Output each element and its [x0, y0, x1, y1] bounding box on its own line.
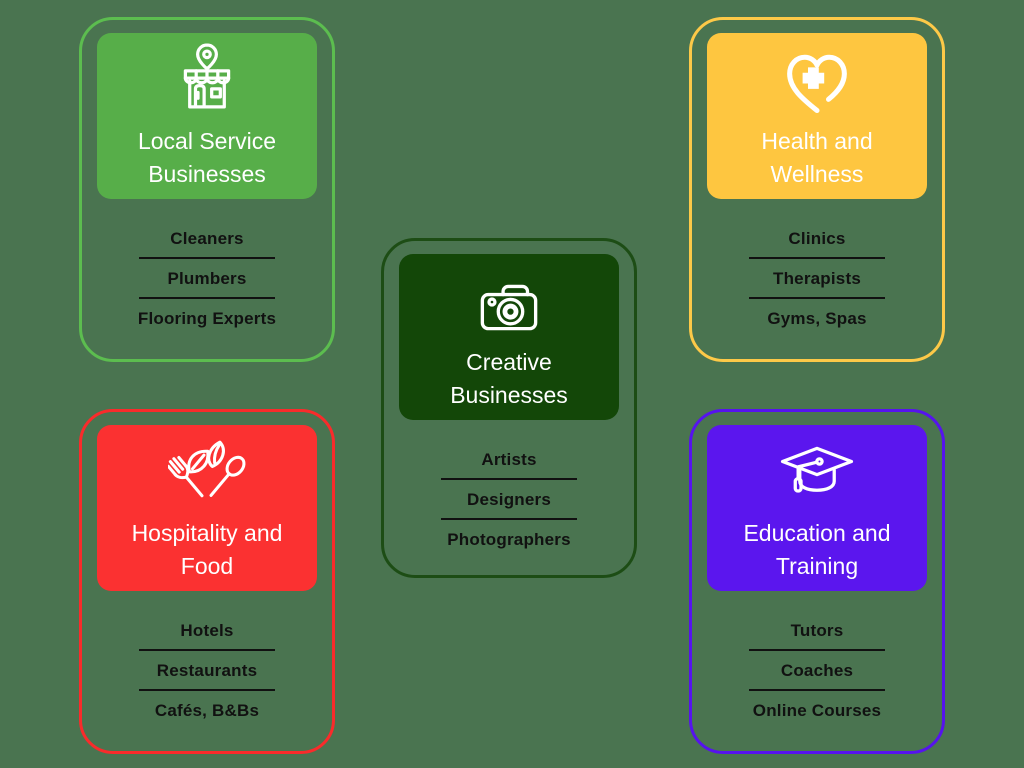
card-health-and-wellness: Health and Wellness Clinics Therapists G…: [689, 17, 945, 362]
list-item: Artists: [384, 440, 634, 480]
list-item: Gyms, Spas: [767, 309, 867, 328]
heart-cross-icon: [781, 41, 853, 121]
list-item: Designers: [384, 480, 634, 520]
camera-icon: [472, 262, 546, 342]
list-item: Restaurants: [82, 651, 332, 691]
card-header: Hospitality and Food: [97, 425, 317, 591]
card-header: Health and Wellness: [707, 33, 927, 199]
card-title: Hospitality and Food: [131, 520, 283, 579]
list-item: Tutors: [692, 611, 942, 651]
cutlery-leaves-icon: [168, 433, 246, 513]
list-item: Cafés, B&Bs: [154, 701, 260, 720]
list-item: Coaches: [692, 651, 942, 691]
card-creative-businesses: Creative Businesses Artists Designers Ph…: [381, 238, 637, 578]
card-header: Local Service Businesses: [97, 33, 317, 199]
item-list: Artists Designers Photographers: [384, 426, 634, 560]
card-education-and-training: Education and Training Tutors Coaches On…: [689, 409, 945, 754]
item-list: Cleaners Plumbers Flooring Experts: [82, 205, 332, 339]
card-local-service-businesses: Local Service Businesses Cleaners Plumbe…: [79, 17, 335, 362]
list-item: Hotels: [82, 611, 332, 651]
storefront-icon: [171, 41, 243, 121]
item-list: Tutors Coaches Online Courses: [692, 597, 942, 731]
graduation-cap-icon: [776, 433, 858, 513]
card-hospitality-and-food: Hospitality and Food Hotels Restaurants …: [79, 409, 335, 754]
list-item: Photographers: [447, 530, 571, 549]
list-item: Clinics: [692, 219, 942, 259]
list-item: Online Courses: [752, 701, 882, 720]
card-title: Local Service Businesses: [137, 128, 277, 187]
card-header: Education and Training: [707, 425, 927, 591]
item-list: Clinics Therapists Gyms, Spas: [692, 205, 942, 339]
card-header: Creative Businesses: [399, 254, 619, 420]
card-title: Creative Businesses: [450, 349, 568, 408]
list-item: Therapists: [692, 259, 942, 299]
list-item: Flooring Experts: [137, 309, 277, 328]
list-item: Cleaners: [82, 219, 332, 259]
item-list: Hotels Restaurants Cafés, B&Bs: [82, 597, 332, 731]
card-title: Education and Training: [743, 520, 891, 579]
card-title: Health and Wellness: [761, 128, 873, 187]
list-item: Plumbers: [82, 259, 332, 299]
